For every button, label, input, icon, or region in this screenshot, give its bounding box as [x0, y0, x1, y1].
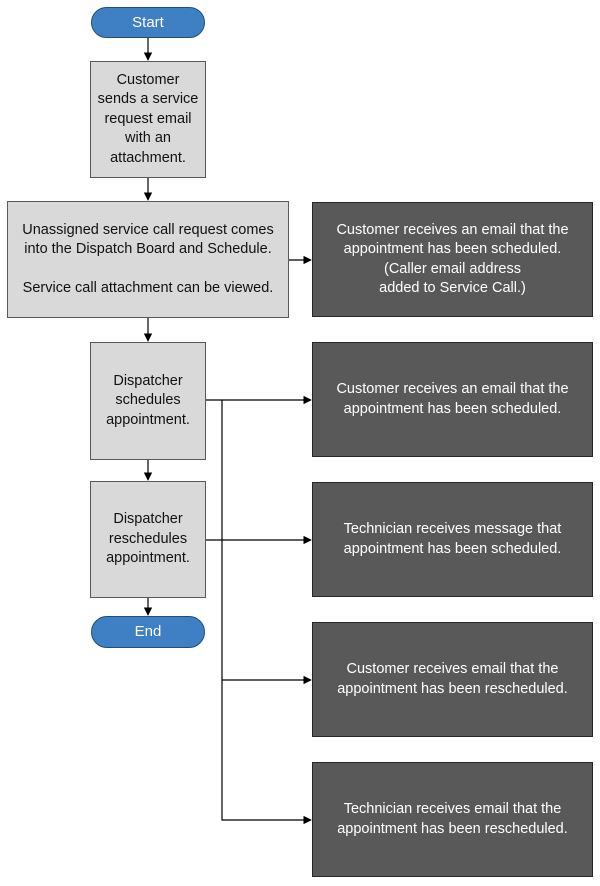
edge-reschedules-to-notify-customer-rescheduled — [205, 539, 312, 685]
unassigned-request-step: Unassigned service call request comes in… — [7, 201, 289, 318]
notify-caller-line-3: (Caller email address — [383, 260, 521, 277]
notify-caller-line-1: Customer receives an email that the — [336, 221, 569, 238]
dispatcher-schedules-step: Dispatcher schedules appointment. — [90, 342, 206, 460]
customer-request-step: Customer sends a service request email w… — [90, 61, 206, 178]
notify-caller-box: Customer receives an email that the appo… — [312, 202, 593, 317]
customer-request-line-2: sends a service — [97, 91, 199, 108]
notify-customer-rescheduled-line-2: appointment has been rescheduled. — [337, 680, 568, 697]
notify-tech-scheduled-line-1: Technician receives message that — [343, 521, 562, 537]
unassigned-line-3: Service call attachment can be viewed. — [22, 280, 274, 296]
dispatcher-reschedules-step: Dispatcher reschedules appointment. — [90, 481, 206, 598]
customer-request-line-1: Customer — [116, 71, 180, 88]
notify-tech-scheduled-line-2: appointment has been scheduled. — [343, 540, 562, 557]
end-label: End — [134, 623, 162, 641]
notify-customer-scheduled-line-1: Customer receives an email that the — [336, 381, 569, 397]
notify-tech-rescheduled-box: Technician receives email that the appoi… — [312, 762, 593, 877]
notify-customer-rescheduled-box: Customer receives email that the appoint… — [312, 622, 593, 737]
notify-customer-rescheduled-line-1: Customer receives email that the — [346, 661, 559, 677]
notify-caller-line-4: added to Service Call.) — [379, 280, 526, 296]
notify-caller-line-2: appointment has been scheduled. — [343, 241, 562, 257]
start-label: Start — [132, 13, 164, 31]
reschedules-line-2: reschedules — [108, 530, 188, 547]
notify-tech-rescheduled-line-1: Technician receives email that the — [343, 801, 562, 817]
customer-request-line-4: with an — [125, 130, 171, 147]
customer-request-line-5: attachment. — [110, 149, 186, 166]
schedules-line-3: appointment. — [106, 411, 190, 428]
reschedules-line-3: appointment. — [106, 550, 190, 567]
notify-customer-scheduled-line-2: appointment has been scheduled. — [343, 400, 562, 417]
notify-customer-scheduled-box: Customer receives an email that the appo… — [312, 342, 593, 457]
edge-reschedules-to-notify-tech-rescheduled — [221, 680, 312, 825]
unassigned-line-2: into the Dispatch Board and Schedule. — [24, 241, 272, 257]
reschedules-line-1: Dispatcher — [113, 511, 183, 528]
edge-schedules-to-notify-tech-scheduled — [221, 400, 312, 545]
customer-request-line-3: request email — [104, 110, 192, 127]
notify-tech-rescheduled-line-2: appointment has been rescheduled. — [337, 820, 568, 837]
schedules-line-1: Dispatcher — [113, 372, 183, 389]
unassigned-line-spacer — [22, 260, 273, 280]
end-terminal: End — [91, 616, 205, 648]
schedules-line-2: schedules — [115, 392, 181, 409]
unassigned-line-1: Unassigned service call request comes — [22, 221, 274, 238]
start-terminal: Start — [91, 7, 205, 38]
notify-tech-scheduled-box: Technician receives message that appoint… — [312, 482, 593, 597]
